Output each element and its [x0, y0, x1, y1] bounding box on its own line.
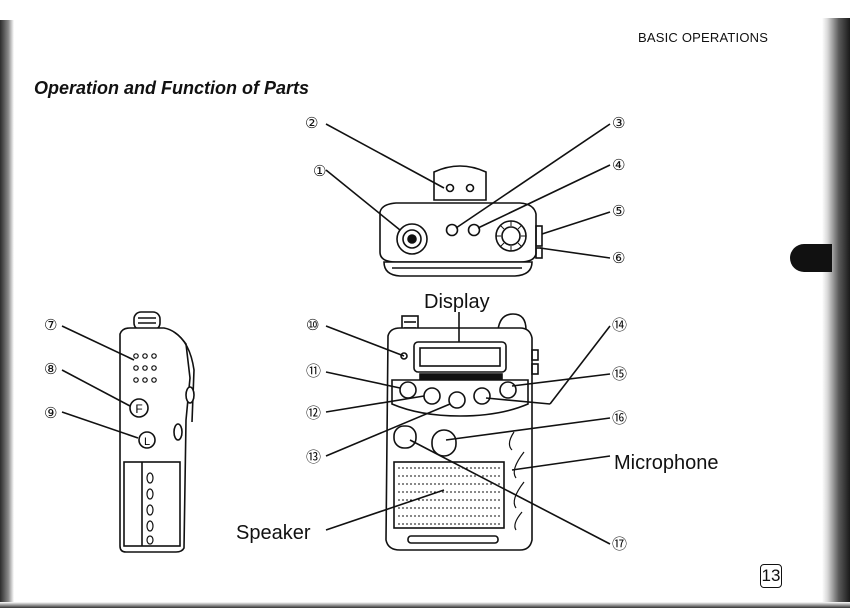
callout-1: ① [313, 162, 326, 180]
callout-6: ⑥ [612, 249, 625, 267]
top-view [326, 124, 610, 276]
front-view [326, 312, 610, 550]
page-number: 13 [760, 564, 782, 588]
callout-4: ④ [612, 156, 625, 174]
callout-14: ⑭ [612, 316, 627, 334]
callout-10: ⑩ [306, 316, 319, 334]
callout-2: ② [305, 114, 318, 132]
callout-7: ⑦ [44, 316, 57, 334]
microphone-label: Microphone [614, 453, 719, 473]
display-label: Display [424, 292, 490, 312]
l-key-glyph: L [144, 436, 150, 448]
callout-16: ⑯ [612, 409, 627, 427]
callout-3: ③ [612, 114, 625, 132]
callout-13: ⑬ [306, 448, 321, 466]
callout-11: ⑪ [306, 362, 321, 380]
callout-9: ⑨ [44, 404, 57, 422]
f-key-glyph: F [135, 402, 142, 416]
callout-15: ⑮ [612, 365, 627, 383]
side-view [62, 312, 194, 552]
callout-17: ⑰ [612, 535, 627, 553]
callout-12: ⑫ [306, 404, 321, 422]
callout-8: ⑧ [44, 360, 57, 378]
speaker-label: Speaker [236, 523, 311, 543]
callout-5: ⑤ [612, 202, 625, 220]
